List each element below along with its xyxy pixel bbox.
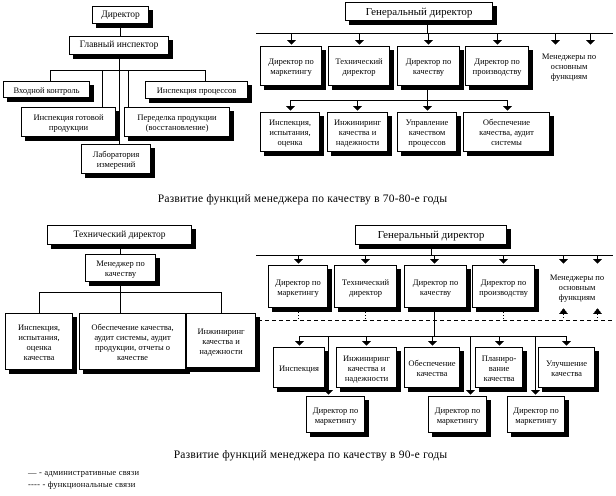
org7080r-box-quality-assurance: Обеспечение качества, аудит системы	[463, 112, 550, 152]
org90r-box-marketing-director: Директор по маркетингу	[268, 265, 328, 308]
org90r-box-quality-planning: Планиро- вание качества	[475, 347, 523, 388]
org90r-text-function-managers: Менеджеры по основным функциям	[549, 271, 605, 302]
org90r-box-marketing-director-1: Директор по маркетингу	[306, 396, 365, 433]
legend-admin-links: — - административные связи	[28, 467, 140, 477]
caption-era-7080: Развитие функций менеджера по качеству в…	[157, 193, 448, 205]
legend-functional-links: ---- - функциональные связи	[28, 479, 136, 489]
org7080r-box-quality-engineering: Инжиниринг качества и надежности	[327, 112, 388, 152]
org90l-box-inspection-testing: Инспекция, испытания, оценка качества	[5, 313, 73, 370]
org7080-box-process-inspection: Инспекция процессов	[145, 81, 248, 99]
org7080r-box-process-quality: Управление качеством процессов	[397, 112, 457, 152]
org7080-box-measurement-lab: Лаборатория измерений	[81, 144, 151, 174]
org90l-box-technical-director: Технический директор	[47, 225, 192, 245]
org90r-box-general-director: Генеральный директор	[355, 225, 507, 245]
org90r-box-marketing-director-2: Директор по маркетингу	[428, 396, 487, 433]
org90l-box-quality-manager: Менеджер по качеству	[85, 254, 156, 282]
org90l-box-quality-assurance: Обеспечение качества, аудит системы, ауд…	[79, 313, 186, 370]
org7080-box-product-rework: Переделка продукции (восстановление)	[124, 107, 230, 137]
org7080-box-chief-inspector: Главный инспектор	[69, 36, 169, 55]
org90l-box-quality-engineering: Инжиниринг качества и надежности	[186, 313, 256, 368]
org7080r-box-production-director: Директор по производству	[465, 46, 529, 86]
caption-era-90: Развитие функций менеджера по качеству в…	[173, 449, 448, 461]
org7080-box-incoming-control: Входной контроль	[3, 81, 90, 98]
org7080-box-finished-goods-inspection: Инспекция готовой продукции	[21, 107, 116, 137]
org7080r-text-function-managers: Менеджеры по основным функциям	[541, 51, 597, 81]
org90r-box-quality-improvement: Улучшение качества	[538, 347, 595, 388]
org90r-box-production-director: Директор по производству	[472, 265, 535, 308]
org90r-box-quality-assurance: Обеспечение качества	[404, 347, 460, 388]
org7080r-box-marketing-director: Директор по маркетингу	[260, 46, 322, 86]
org7080r-box-technical-director: Технический директор	[328, 46, 390, 86]
org90r-box-inspection: Инспекция	[273, 347, 325, 388]
org90r-box-quality-engineering: Инжиниринг качества и надежности	[336, 347, 397, 388]
org7080r-box-inspection-testing: Инспекция, испытания, оценка	[260, 112, 320, 152]
org90r-box-quality-director: Директор по качеству	[404, 265, 467, 308]
org90r-box-technical-director: Технический директор	[334, 265, 397, 308]
org7080r-box-quality-director: Директор по качеству	[397, 46, 460, 86]
org90r-box-marketing-director-3: Директор по маркетингу	[507, 396, 565, 433]
org7080r-box-general-director: Генеральный директор	[345, 2, 493, 21]
org7080-box-director: Директор	[92, 6, 149, 24]
